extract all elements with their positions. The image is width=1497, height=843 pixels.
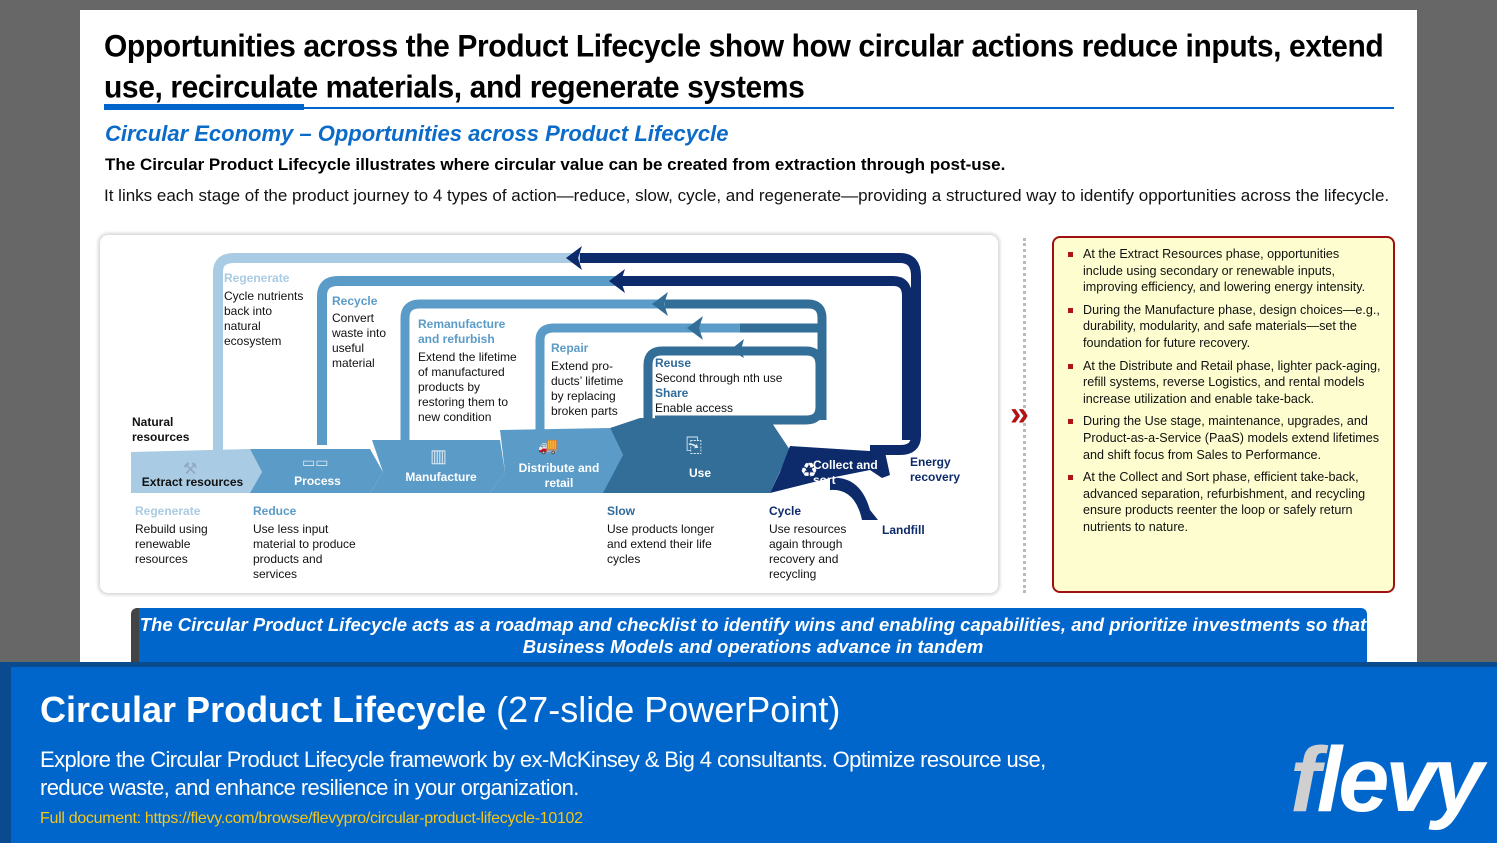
loop-text-reuse: Second through nth use (655, 371, 783, 385)
arrowhead-icon (652, 292, 668, 316)
landfill-label: Landfill (882, 523, 925, 537)
flevy-logo: flevy (1290, 729, 1484, 831)
stage-process: Process (294, 474, 341, 488)
promo-banner (0, 662, 1497, 843)
stage-use-shape (603, 418, 790, 493)
stage-collect-shape (770, 446, 890, 493)
arrowhead-icon (730, 339, 744, 358)
action-heading-slow: Slow (607, 504, 636, 518)
factory-icon: ▥ (430, 446, 447, 466)
callout-box: The Circular Product Lifecycle acts as a… (131, 608, 1367, 662)
loop-heading-recycle: Recycle (332, 294, 378, 308)
stage-extract-resources: Extract resources (141, 475, 244, 489)
note-item: At the Collect and Sort phase, efficient… (1066, 469, 1381, 535)
loop-heading-repair: Repair (551, 341, 589, 355)
recycle-loop (317, 276, 620, 445)
regenerate-loop (213, 253, 580, 452)
note-item: At the Distribute and Retail phase, ligh… (1066, 358, 1381, 408)
description-text: It links each stage of the product journ… (104, 186, 1390, 205)
recycle-loop-return (620, 276, 912, 440)
lead-text: The Circular Product Lifecycle illustrat… (105, 155, 1006, 174)
stage-extract-shape (131, 449, 262, 493)
double-chevron-right-icon: » (1010, 395, 1029, 433)
mining-icon: ⚒ (183, 461, 197, 478)
action-heading-regenerate: Regenerate (135, 504, 201, 518)
note-item: During the Manufacture phase, design cho… (1066, 302, 1381, 352)
stage-process-shape (250, 449, 383, 493)
slide-subtitle: Circular Economy – Opportunities across … (105, 121, 729, 146)
energy-recovery-label: Energy recovery (910, 455, 961, 484)
banner-title: Circular Product Lifecycle (27-slide Pow… (40, 689, 840, 731)
loop-heading-regenerate: Regenerate (224, 271, 290, 285)
action-text-cycle: Use resources again through recovery and… (769, 522, 847, 581)
title-rule-accent (104, 104, 304, 110)
arrowhead-icon (566, 246, 582, 270)
landfill-flow (830, 477, 878, 520)
stage-manufacture: Manufacture (405, 470, 477, 484)
slide-title: Opportunities across the Product Lifecyc… (104, 29, 1384, 105)
action-text-regenerate: Rebuild using renewable resources (135, 522, 208, 566)
loop-heading-remanufacture: Remanufacture and refurbish (418, 317, 506, 346)
stage-manufacture-shape (370, 440, 505, 493)
banner-title-rest: (27-slide PowerPoint) (496, 689, 841, 730)
dotted-divider (1023, 238, 1026, 593)
notes-box: At the Extract Resources phase, opportun… (1052, 236, 1395, 593)
action-heading-cycle: Cycle (769, 504, 802, 518)
loop-text-regenerate: Cycle nutrients back into natural ecosys… (224, 289, 304, 348)
lifecycle-diagram-panel (100, 235, 998, 593)
recycle-icon: ♻ (800, 460, 818, 482)
arrowhead-icon (687, 316, 703, 340)
truck-icon: 🚚 (538, 438, 558, 455)
stage-distribute-shape (490, 428, 623, 493)
loop-heading-share: Share (655, 386, 689, 400)
stage-distribute-retail: Distribute and retail (518, 461, 600, 490)
hands-box-icon: ⎘ (686, 435, 702, 457)
remanufacture-loop (400, 299, 665, 440)
conveyor-icon: ▭▭ (302, 454, 328, 470)
action-text-slow: Use products longer and extend their lif… (607, 522, 715, 566)
stage-collect-sort: Collect and sort (813, 458, 878, 487)
regenerate-loop-return (580, 253, 921, 455)
repair-loop (535, 323, 740, 440)
note-item: During the Use stage, maintenance, upgra… (1066, 413, 1381, 463)
banner-description: Explore the Circular Product Lifecycle f… (40, 747, 1046, 800)
arrowhead-icon (609, 269, 625, 293)
loop-heading-reuse: Reuse (655, 356, 692, 370)
banner-title-bold: Circular Product Lifecycle (40, 689, 487, 730)
loop-text-remanufacture: Extend the lifetime of manufactured prod… (418, 350, 517, 424)
loop-text-repair: Extend pro-ducts’ lifetime by replacing … (551, 359, 624, 418)
natural-resources-label: Natural resources (132, 415, 190, 444)
loop-text-recycle: Convert waste into useful material (332, 311, 387, 370)
action-text-reduce: Use less input material to produce produ… (253, 522, 356, 581)
full-document-link[interactable]: Full document: https://flevy.com/browse/… (40, 810, 583, 827)
remanufacture-loop-return (665, 299, 827, 420)
title-rule (104, 107, 1394, 109)
stage-use: Use (688, 466, 711, 480)
action-heading-reduce: Reduce (253, 504, 297, 518)
loop-text-share: Enable access (655, 401, 734, 415)
note-item: At the Extract Resources phase, opportun… (1066, 246, 1381, 296)
reuse-loop (643, 346, 825, 440)
